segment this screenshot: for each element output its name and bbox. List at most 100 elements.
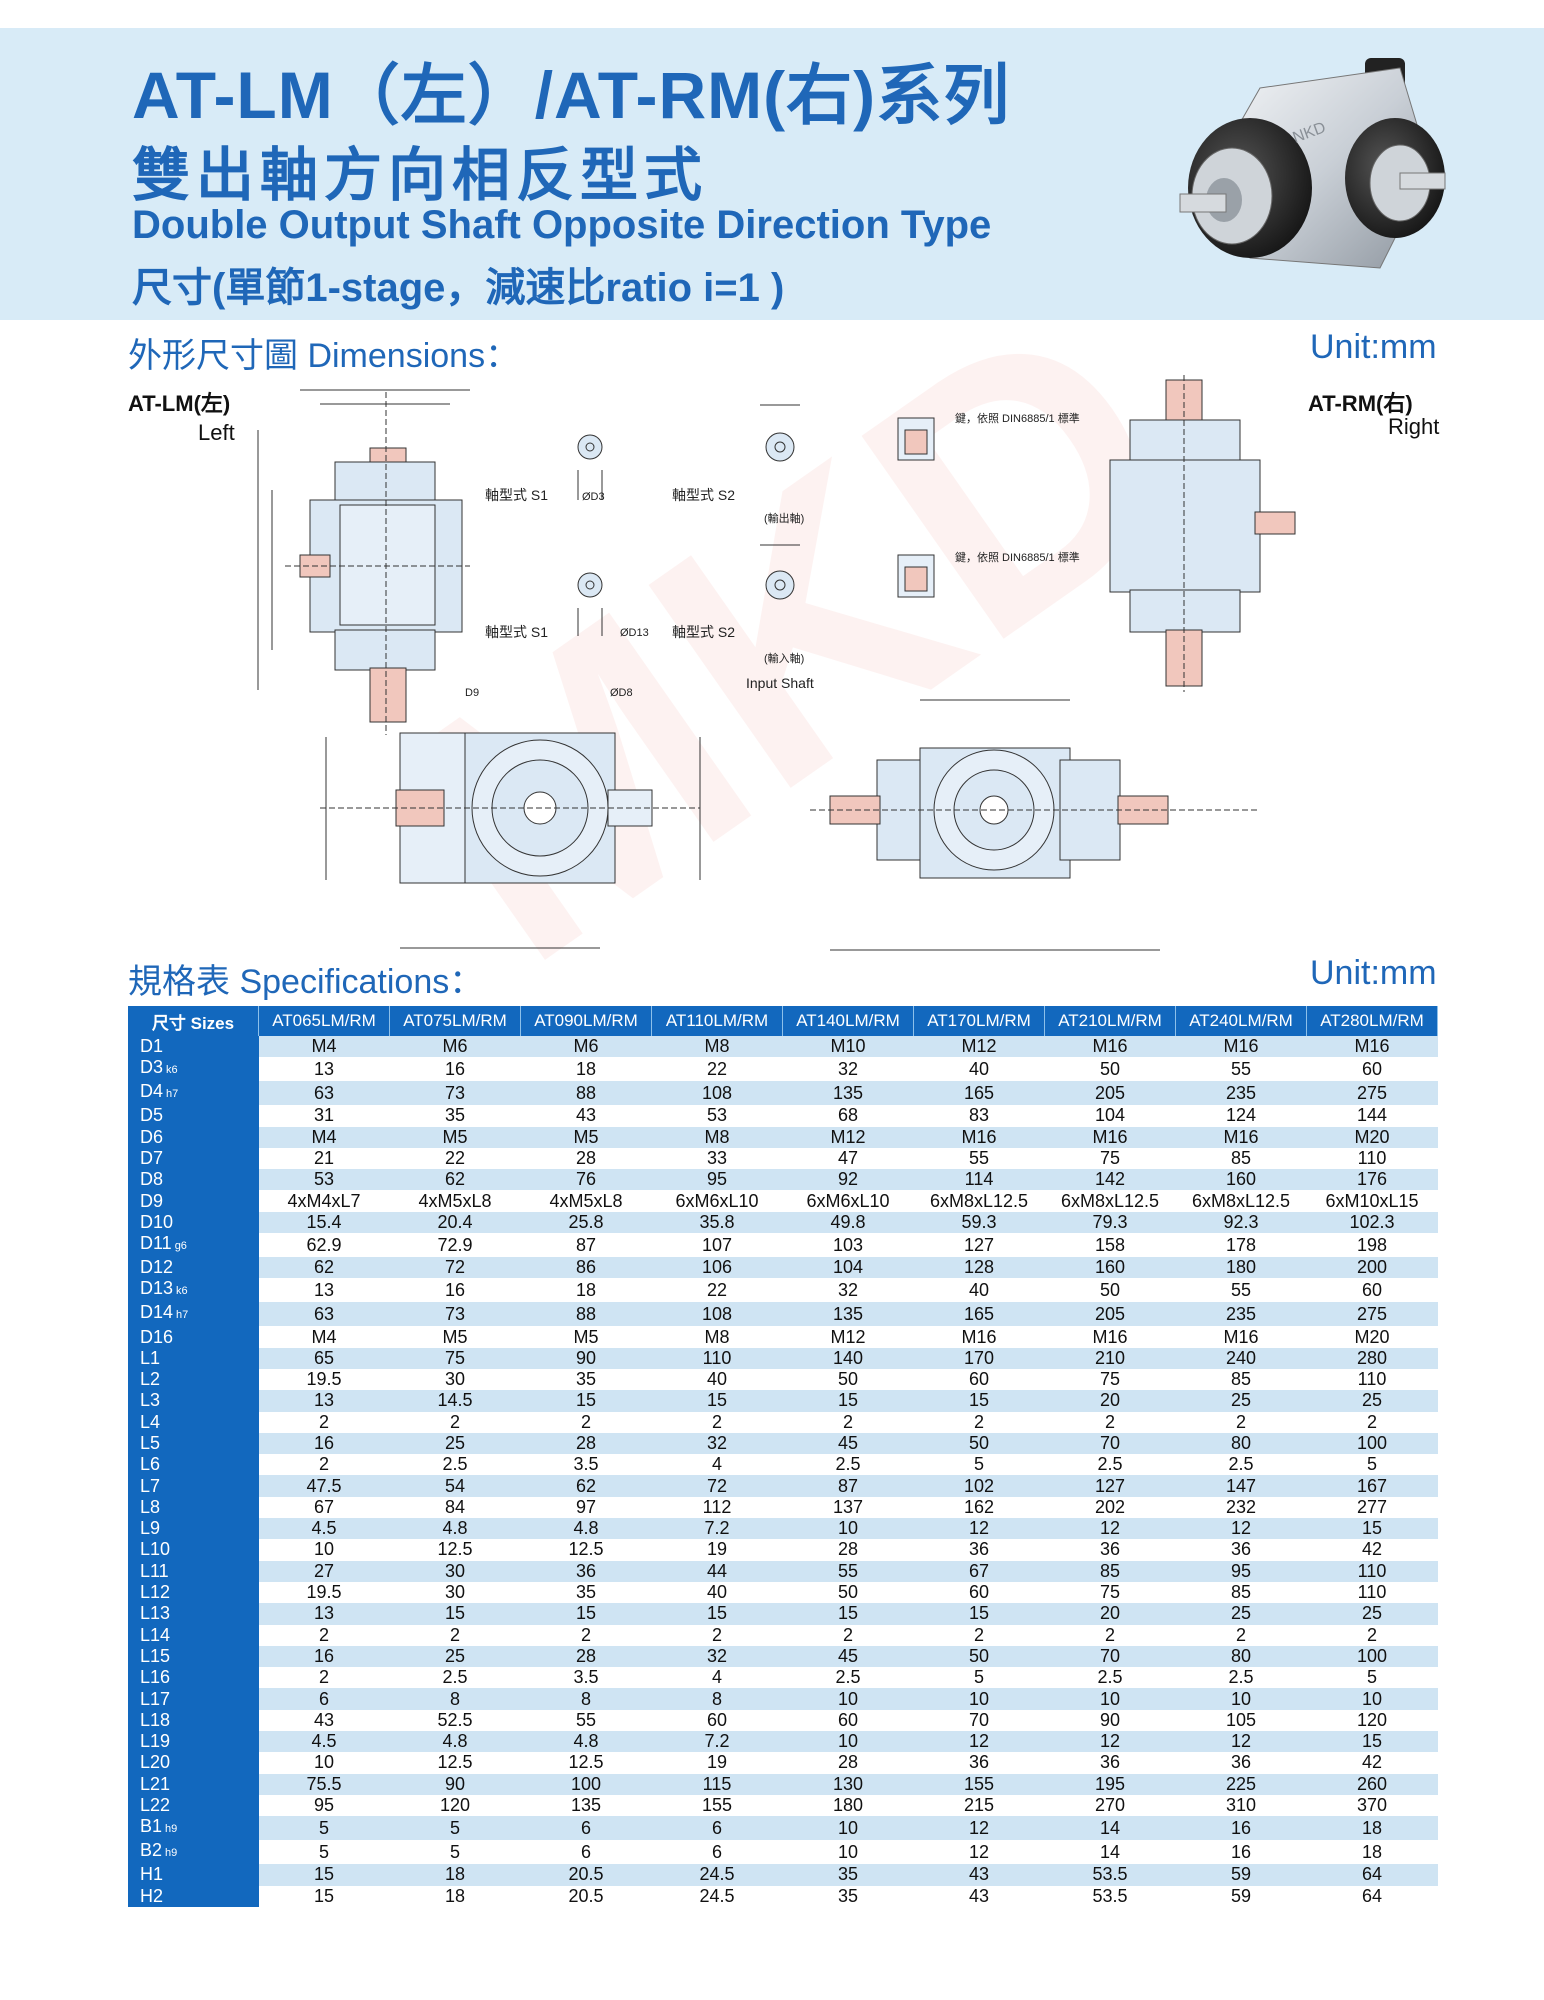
table-cell: 95	[258, 1794, 390, 1817]
table-cell: 16	[389, 1057, 521, 1082]
table-cell: M8	[651, 1326, 783, 1348]
row-label: L15	[128, 1645, 259, 1668]
table-cell: 4xM5xL8	[520, 1190, 652, 1212]
table-cell: 90	[520, 1347, 652, 1369]
label-d9: D9	[465, 687, 479, 699]
row-label: D12	[128, 1257, 259, 1279]
table-cell: 92	[782, 1169, 914, 1191]
table-cell: 12	[913, 1518, 1045, 1540]
table-cell: 15	[520, 1603, 652, 1625]
table-cell: 13	[258, 1057, 390, 1082]
table-cell: M16	[1044, 1126, 1176, 1148]
table-cell: 60	[1306, 1278, 1438, 1303]
table-cell: 155	[651, 1794, 783, 1817]
table-cell: 4.8	[389, 1518, 521, 1540]
specs-unit: Unit:mm	[1310, 954, 1437, 992]
table-cell: 5	[913, 1454, 1045, 1476]
table-cell: M5	[389, 1126, 521, 1148]
right-type-label: AT-RM(右)	[1308, 391, 1413, 416]
table-cell: 160	[1044, 1257, 1176, 1279]
table-cell: 55	[913, 1147, 1045, 1170]
table-cell: 108	[651, 1081, 783, 1106]
table-cell: 60	[913, 1368, 1045, 1391]
table-cell: 2.5	[1175, 1454, 1307, 1476]
table-cell: 35	[520, 1581, 652, 1604]
table-cell: 35	[389, 1105, 521, 1127]
table-cell: 76	[520, 1169, 652, 1191]
table-cell: 18	[1306, 1840, 1438, 1865]
table-cell: 10	[782, 1518, 914, 1540]
table-cell: 20.5	[520, 1864, 652, 1886]
table-cell: 80	[1175, 1432, 1307, 1455]
table-cell: 170	[913, 1347, 1045, 1369]
table-cell: 127	[913, 1233, 1045, 1258]
table-cell: 32	[651, 1432, 783, 1455]
table-cell: 32	[782, 1057, 914, 1082]
table-cell: 95	[1175, 1560, 1307, 1582]
table-cell: M20	[1306, 1326, 1438, 1348]
table-cell: 13	[258, 1278, 390, 1303]
table-cell: 310	[1175, 1794, 1307, 1817]
table-cell: M4	[258, 1036, 390, 1058]
table-cell: 16	[258, 1645, 390, 1668]
table-cell: 40	[913, 1057, 1045, 1082]
table-cell: 25	[389, 1645, 521, 1668]
table-cell: 8	[520, 1688, 652, 1710]
table-cell: 85	[1175, 1581, 1307, 1604]
table-cell: 4.8	[389, 1731, 521, 1753]
table-cell: 202	[1044, 1496, 1176, 1519]
label-shaft-s1-bottom: 軸型式 S1	[485, 624, 548, 640]
table-cell: 7.2	[651, 1731, 783, 1753]
row-label: L7	[128, 1475, 259, 1497]
table-cell: 5	[1306, 1454, 1438, 1476]
table-cell: M16	[1044, 1326, 1176, 1348]
table-cell: 75	[1044, 1368, 1176, 1391]
table-cell: 120	[1306, 1709, 1438, 1732]
table-cell: 2	[651, 1411, 783, 1433]
table-cell: 5	[258, 1840, 390, 1865]
table-cell: 30	[389, 1560, 521, 1582]
table-cell: 28	[782, 1539, 914, 1561]
table-cell: 210	[1044, 1347, 1176, 1369]
table-cell: 7.2	[651, 1518, 783, 1540]
table-cell: 14	[1044, 1840, 1176, 1865]
row-label: H2	[128, 1885, 259, 1907]
table-cell: 15.4	[258, 1211, 390, 1234]
table-cell: 102	[913, 1475, 1045, 1497]
table-cell: 135	[782, 1302, 914, 1327]
table-header-model: AT065LM/RM	[258, 1006, 390, 1036]
table-cell: 59.3	[913, 1211, 1045, 1234]
table-cell: 50	[913, 1432, 1045, 1455]
table-cell: 235	[1175, 1081, 1307, 1106]
row-label: L17	[128, 1688, 259, 1710]
table-cell: 35.8	[651, 1211, 783, 1234]
table-cell: 2	[258, 1454, 390, 1476]
page-subtitle-cn: 雙出軸方向相反型式	[132, 143, 709, 208]
table-cell: 3.5	[520, 1454, 652, 1476]
table-cell: 10	[782, 1731, 914, 1753]
table-cell: 12.5	[520, 1752, 652, 1774]
table-cell: 88	[520, 1302, 652, 1327]
table-cell: 2.5	[389, 1667, 521, 1689]
table-cell: M16	[1175, 1326, 1307, 1348]
table-cell: 22	[389, 1147, 521, 1170]
table-cell: 4.8	[520, 1518, 652, 1540]
table-cell: 22	[651, 1278, 783, 1303]
table-cell: 90	[389, 1773, 521, 1795]
table-cell: 4	[651, 1454, 783, 1476]
table-cell: M6	[520, 1036, 652, 1058]
table-cell: 10	[782, 1688, 914, 1710]
